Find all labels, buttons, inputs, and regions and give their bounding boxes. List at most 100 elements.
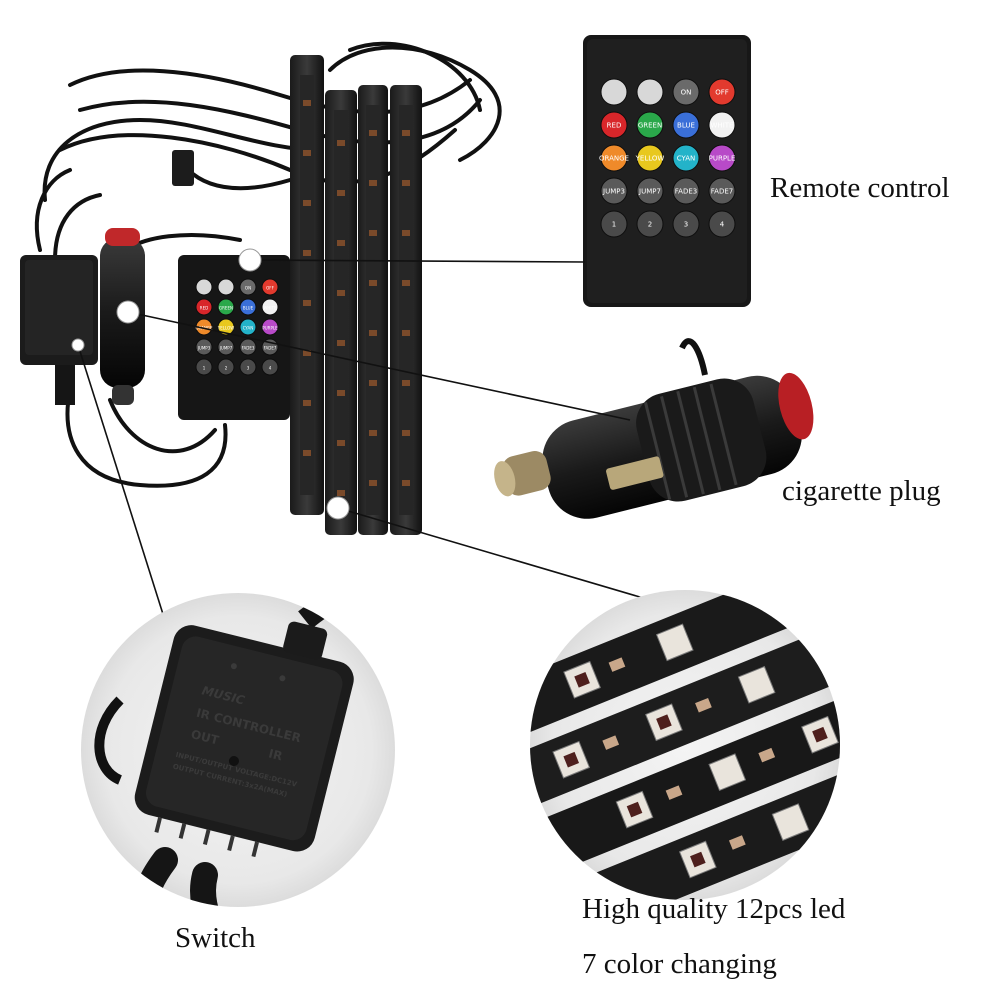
led-zoom-circle bbox=[530, 590, 840, 900]
remote-button bbox=[708, 111, 736, 139]
remote-button bbox=[600, 78, 628, 106]
remote-button-label: ON bbox=[681, 89, 692, 97]
remote-button bbox=[217, 338, 235, 356]
controller-port-ir: IR bbox=[267, 746, 284, 763]
remote-button-label: 2 bbox=[648, 221, 652, 229]
remote-button bbox=[672, 144, 700, 172]
white-circle-marker-icon bbox=[238, 248, 262, 272]
remote-button bbox=[636, 177, 664, 205]
remote-button-label: WHITE bbox=[711, 122, 734, 130]
remote-button bbox=[239, 318, 257, 336]
remote-button bbox=[708, 177, 736, 205]
red-rocker-switch-icon bbox=[778, 372, 814, 440]
remote-button-label: GREEN bbox=[638, 122, 662, 130]
remote-button bbox=[708, 78, 736, 106]
remote-button-label: CYAN bbox=[243, 326, 254, 331]
remote-button bbox=[261, 298, 279, 316]
remote-button-label: 3 bbox=[247, 366, 250, 371]
remote-button-label: CYAN bbox=[677, 155, 696, 163]
led-chips bbox=[303, 100, 410, 496]
remote-button-label: 4 bbox=[720, 221, 725, 229]
remote-button bbox=[239, 298, 257, 316]
remote-button-label: FADE7 bbox=[264, 346, 277, 351]
remote-button bbox=[239, 358, 257, 376]
remote-button-label: PURPLE bbox=[262, 326, 278, 331]
remote-button-label: OFF bbox=[715, 89, 729, 97]
white-circle-marker-icon bbox=[116, 300, 140, 324]
remote-button bbox=[600, 210, 628, 238]
remote-button-label: WHITE bbox=[263, 306, 277, 311]
led-strips bbox=[290, 55, 422, 535]
remote-button bbox=[636, 210, 664, 238]
remote-button bbox=[217, 358, 235, 376]
remote-button bbox=[672, 177, 700, 205]
remote-button bbox=[672, 210, 700, 238]
cable-junction bbox=[172, 150, 194, 186]
remote-button bbox=[239, 338, 257, 356]
remote-button-label: FADE7 bbox=[711, 188, 733, 196]
remote-button bbox=[672, 78, 700, 106]
caption-led-quality: High quality 12pcs led bbox=[582, 893, 846, 925]
remote-button-label: 2 bbox=[225, 366, 228, 371]
controller-port-out: OUT bbox=[190, 727, 221, 748]
switch-zoom-circle: MUSIC IR CONTROLLER OUT IR INPUT/OUTPUT … bbox=[81, 593, 395, 907]
remote-button bbox=[261, 278, 279, 296]
white-circle-marker-icon bbox=[71, 338, 85, 352]
remote-button bbox=[195, 338, 213, 356]
remote-button-label: 1 bbox=[612, 221, 616, 229]
caption-remote-control: Remote control bbox=[770, 172, 950, 204]
remote-button-label: JUMP7 bbox=[219, 346, 233, 351]
remote-button-label: JUMP3 bbox=[602, 188, 625, 196]
remote-button-label: YELLOW bbox=[635, 155, 665, 163]
led-strip bbox=[390, 85, 422, 535]
caption-switch: Switch bbox=[175, 922, 256, 954]
led-strip bbox=[325, 90, 357, 535]
remote-button-label: PURPLE bbox=[709, 155, 736, 163]
remote-button-label: JUMP3 bbox=[197, 346, 211, 351]
remote-button-label: 3 bbox=[684, 221, 688, 229]
remote-button-label: OFF bbox=[266, 286, 274, 291]
remote-button-label: ON bbox=[245, 286, 251, 291]
remote-button-label: GREEN bbox=[219, 306, 233, 311]
remote-control: ON OFF RED GREEN BLUE WHITE ORANGE YELLOW CYAN PU… bbox=[583, 35, 751, 307]
remote-buttons: ON OFF RED GREEN BLUE WHITE ORANGE YELLOW CYAN PU… bbox=[599, 78, 736, 238]
remote-button-label: RED bbox=[607, 122, 622, 130]
remote-button-label: RED bbox=[200, 306, 208, 311]
remote-button bbox=[600, 144, 628, 172]
remote-button bbox=[636, 111, 664, 139]
remote-button bbox=[600, 177, 628, 205]
caption-color-changing: 7 color changing bbox=[582, 948, 777, 980]
remote-button-label: JUMP7 bbox=[638, 188, 661, 196]
callout-markers bbox=[71, 248, 350, 520]
remote-button-label: 4 bbox=[269, 366, 272, 371]
remote-button bbox=[672, 111, 700, 139]
remote-button-label: FADE3 bbox=[242, 346, 255, 351]
remote-button bbox=[708, 210, 736, 238]
remote-button-label: ORANGE bbox=[599, 155, 629, 163]
remote-button bbox=[217, 298, 235, 316]
remote-button bbox=[195, 278, 213, 296]
cable-bundle bbox=[34, 41, 502, 488]
remote-button-label: FADE3 bbox=[675, 188, 697, 196]
remote-button bbox=[636, 144, 664, 172]
remote-button bbox=[261, 318, 279, 336]
remote-button bbox=[195, 298, 213, 316]
led-strip bbox=[290, 55, 324, 515]
remote-button-label: BLUE bbox=[243, 306, 254, 311]
remote-button-label: YELLOW bbox=[217, 326, 234, 331]
led-strip bbox=[358, 85, 388, 535]
remote-button bbox=[217, 318, 235, 336]
white-circle-marker-icon bbox=[326, 496, 350, 520]
remote-button bbox=[636, 78, 664, 106]
remote-button bbox=[239, 278, 257, 296]
caption-cigarette-plug: cigarette plug bbox=[782, 475, 941, 507]
remote-button bbox=[708, 144, 736, 172]
remote-button-label: BLUE bbox=[677, 122, 695, 130]
remote-button bbox=[217, 278, 235, 296]
remote-button bbox=[195, 358, 213, 376]
remote-button bbox=[600, 111, 628, 139]
small-controller-box bbox=[20, 255, 98, 405]
remote-button-label: 1 bbox=[203, 366, 206, 371]
